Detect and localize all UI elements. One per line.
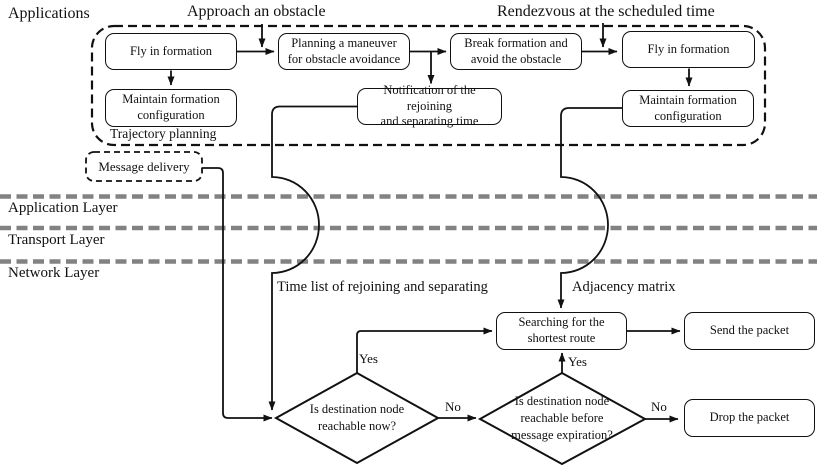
network-layer-label: Network Layer bbox=[8, 265, 100, 281]
decision-reachable-now bbox=[273, 371, 441, 465]
no-label-1: No bbox=[445, 399, 461, 414]
no-label-2: No bbox=[651, 399, 667, 414]
box-planning-maneuver: Planning a maneuver for obstacle avoidan… bbox=[278, 33, 410, 70]
wire-message-to-decision1 bbox=[202, 167, 273, 422]
time-list-label: Time list of rejoining and separating bbox=[277, 279, 488, 295]
applications-group-border bbox=[90, 24, 767, 147]
connectors bbox=[167, 23, 693, 423]
box-maintain-formation-1: Maintain formation configuration bbox=[105, 89, 237, 127]
decision-reachable-before-expiration bbox=[477, 371, 648, 465]
box-message-delivery: Message delivery bbox=[98, 158, 190, 174]
box-break-formation: Break formation and avoid the obstacle bbox=[450, 33, 582, 70]
layer-separators bbox=[0, 194, 817, 264]
rendezvous-label: Rendezvous at the scheduled time bbox=[497, 3, 715, 20]
trajectory-planning-label: Trajectory planning bbox=[110, 126, 217, 141]
yes-label-1: Yes bbox=[359, 351, 378, 366]
box-fly-in-formation-1: Fly in formation bbox=[105, 33, 237, 70]
box-send-packet: Send the packet bbox=[684, 312, 815, 350]
message-delivery-border bbox=[85, 151, 203, 182]
yes-label-2: Yes bbox=[568, 354, 587, 369]
wire-yes1-to-searching bbox=[356, 327, 493, 373]
adjacency-matrix-label: Adjacency matrix bbox=[572, 279, 676, 295]
approach-obstacle-label: Approach an obstacle bbox=[187, 3, 326, 20]
wire-notification-to-decision1 bbox=[268, 105, 357, 411]
box-drop-packet: Drop the packet bbox=[684, 399, 815, 437]
application-layer-label: Application Layer bbox=[8, 200, 118, 216]
box-maintain-formation-2: Maintain formation configuration bbox=[622, 90, 754, 127]
wire-maintain2-to-searching bbox=[557, 107, 622, 309]
transport-layer-label: Transport Layer bbox=[8, 232, 105, 248]
box-fly-in-formation-2: Fly in formation bbox=[622, 31, 755, 68]
applications-label: Applications bbox=[8, 5, 90, 22]
box-searching-route: Searching for the shortest route bbox=[496, 312, 627, 350]
box-notification: Notification of the rejoining and separa… bbox=[357, 83, 502, 128]
